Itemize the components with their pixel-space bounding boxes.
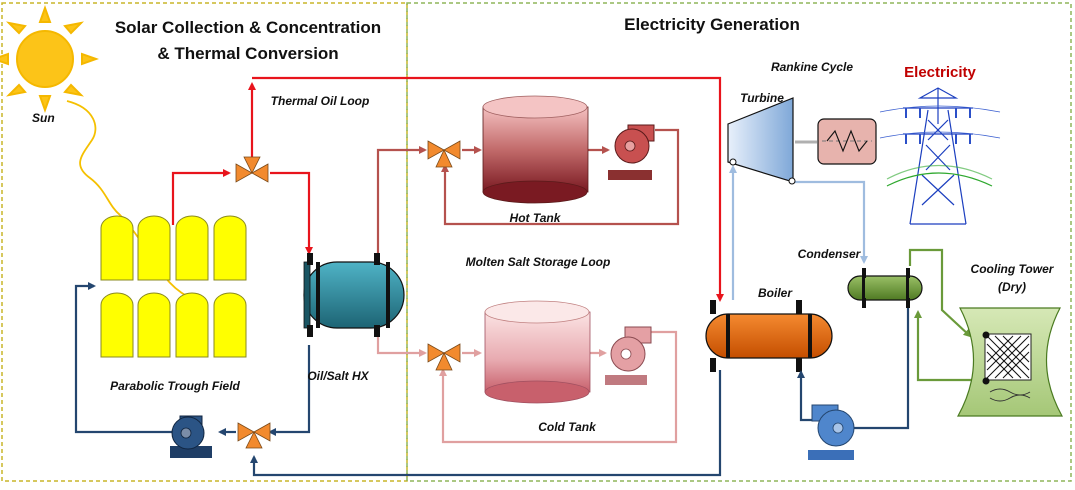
salt-cold-lines <box>376 330 678 444</box>
hot-tank-icon <box>482 95 589 204</box>
cooling-tower-label-2: (Dry) <box>998 280 1026 294</box>
salt-valve-hot <box>427 140 461 168</box>
condensate-pump-icon <box>808 404 855 460</box>
oil-salt-hx-icon <box>303 253 405 337</box>
generator-icon <box>817 118 877 165</box>
boiler-label: Boiler <box>758 286 793 300</box>
sun-icon <box>0 5 99 113</box>
rankine-cycle-label: Rankine Cycle <box>771 60 853 74</box>
condenser-label: Condenser <box>798 247 862 261</box>
transmission-tower-icon <box>879 87 1001 225</box>
molten-salt-loop-label: Molten Salt Storage Loop <box>466 255 611 269</box>
oil-pump-icon <box>170 415 212 458</box>
turbine-outlet <box>788 177 796 185</box>
power-section-border <box>406 2 1072 482</box>
boiler-icon <box>705 300 833 372</box>
trough-field-label: Parabolic Trough Field <box>110 379 240 393</box>
steam-lines <box>729 140 868 300</box>
turbine-label: Turbine <box>740 91 784 105</box>
sun-label: Sun <box>32 111 55 125</box>
turbine-icon <box>727 97 794 183</box>
oil-valve-bottom <box>237 422 271 449</box>
electricity-label: Electricity <box>904 64 976 81</box>
salt-hot-lines <box>376 128 680 253</box>
solar-section-title-2: & Thermal Conversion <box>157 44 338 63</box>
salt-valve-cold <box>427 343 461 371</box>
cooling-lines <box>908 248 984 382</box>
oil-cold-lines <box>74 282 722 477</box>
cooling-tower-icon <box>956 307 1064 417</box>
oil-hot-lines <box>171 76 724 302</box>
power-line-arcs <box>886 165 993 187</box>
salt-pump-hot-icon <box>608 124 655 180</box>
oil-valve-top <box>235 156 269 183</box>
oil-salt-hx-label: Oil/Salt HX <box>307 369 369 383</box>
solar-section-title-1: Solar Collection & Concentration <box>115 18 381 37</box>
condenser-icon <box>847 268 923 308</box>
parabolic-trough-field <box>100 215 247 358</box>
power-section-title: Electricity Generation <box>624 15 800 34</box>
turbine-inlet <box>729 158 737 166</box>
hot-tank-label: Hot Tank <box>510 211 562 225</box>
condensate-lines <box>797 308 910 432</box>
salt-pump-cold-icon <box>605 326 652 385</box>
thermal-oil-loop-label: Thermal Oil Loop <box>271 94 370 108</box>
cold-tank-icon <box>484 300 591 404</box>
cold-tank-label: Cold Tank <box>538 420 597 434</box>
cooling-tower-label-1: Cooling Tower <box>971 262 1055 276</box>
